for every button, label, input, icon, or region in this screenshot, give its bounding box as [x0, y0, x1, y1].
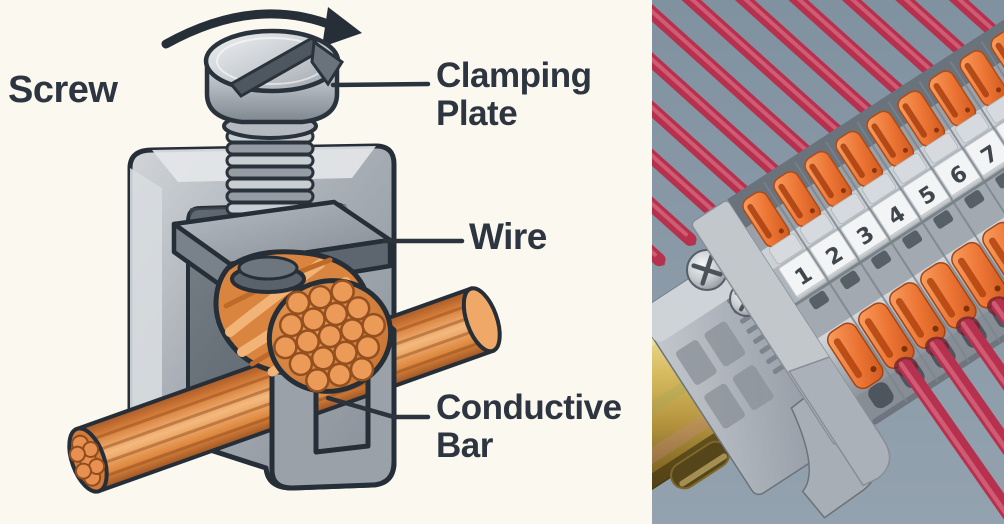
terminal-block: 6	[897, 81, 1004, 302]
screw-terminal-diagram-panel: Screw Clamping Plate Wire Conductive Bar	[0, 0, 652, 524]
wire-cut-face	[266, 278, 394, 394]
label-clamping-plate-line2: Plate	[436, 93, 518, 133]
screw-tip	[230, 255, 306, 294]
wire-release-lever-front	[826, 322, 884, 390]
incoming-wires	[652, 0, 1004, 267]
wire-release-lever-back	[990, 30, 1004, 87]
screw-terminal-illustration	[67, 7, 502, 494]
rotation-arrow-icon	[161, 7, 362, 49]
terminal-block: 3	[804, 141, 970, 368]
terminal-block: 5	[866, 101, 1004, 328]
label-wire: Wire	[469, 216, 547, 257]
terminal-block	[990, 30, 1004, 87]
terminal-block: 1	[742, 181, 908, 409]
leader-conductive-bar	[325, 395, 431, 420]
screw-head	[203, 28, 345, 125]
screw-thread	[222, 112, 318, 216]
red-wire-out	[929, 339, 1004, 456]
red-wire-out	[960, 318, 1004, 391]
label-clamping-plate: Clamping Plate	[436, 56, 592, 133]
label-conductive-bar: Conductive Bar	[436, 389, 622, 465]
red-wire-out	[898, 359, 1004, 520]
terminal-block: 7	[928, 61, 1004, 282]
label-clamping-plate-line1: Clamping	[436, 56, 592, 95]
din-rail-slot	[670, 440, 730, 490]
label-conductive-bar-line2: Bar	[436, 425, 493, 465]
wire-release-lever-front	[982, 221, 1004, 289]
terminal-block	[959, 40, 1004, 262]
outgoing-wires	[894, 296, 1004, 520]
leader-clamping-plate	[330, 81, 431, 88]
label-screw: Screw	[8, 69, 118, 111]
label-conductive-bar-line1: Conductive	[436, 388, 622, 427]
